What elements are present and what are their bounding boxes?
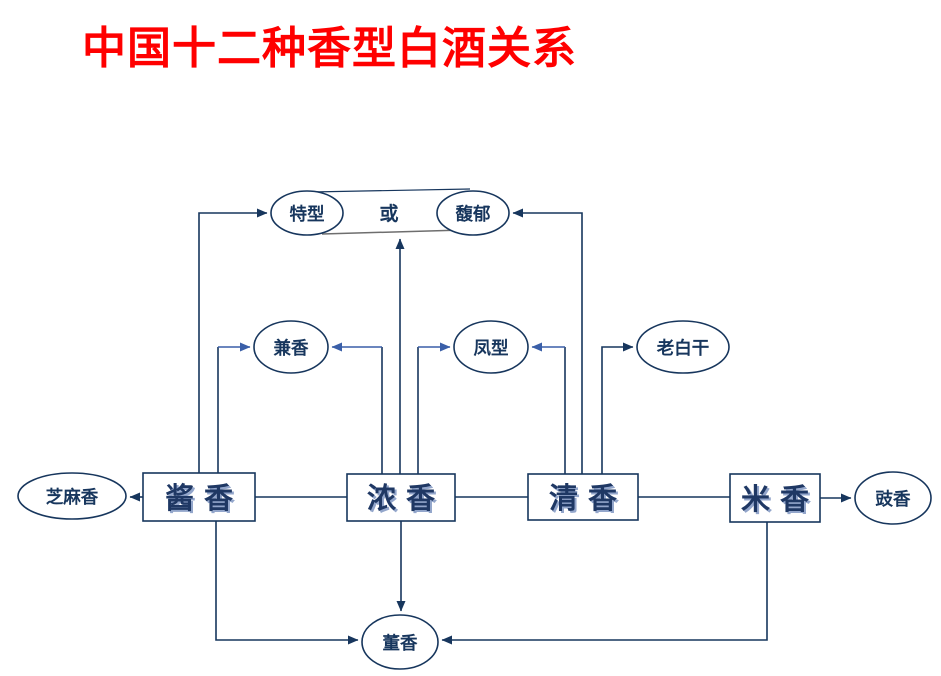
node-zhimaxiang-shape: [17, 472, 127, 520]
node-nongxiang-label-shadow: 浓香: [369, 484, 447, 517]
node-jianxiang-label: 兼香: [274, 338, 309, 358]
node-fuyu-label: 馥郁: [456, 204, 491, 224]
node-chixiang-label: 豉香: [876, 489, 911, 509]
node-fengxing-shape: [453, 320, 529, 374]
node-mixiang-shape: [729, 473, 821, 523]
node-shapes: [17, 190, 932, 670]
node-zhimaxiang-label: 芝麻香: [46, 487, 99, 507]
node-jianxiang-shape: [253, 320, 329, 374]
node-nongxiang-shape: [346, 473, 456, 522]
node-qingxiang-label-shadow: 清香: [551, 484, 629, 517]
node-mixiang-label-shadow: 米香: [743, 485, 821, 518]
node-dongxiang-shape: [361, 614, 439, 670]
edge-mixiang-dongxiang: [441, 522, 768, 645]
edge-jiangxiang-texing: [198, 208, 268, 473]
connectors: [129, 188, 852, 645]
node-fengxing-label: 凤型: [474, 338, 509, 358]
edge-qingxiang-fuyu: [512, 208, 583, 474]
node-dongxiang-label: 董香: [383, 633, 418, 653]
node-mixiang-label: 米香: [741, 483, 819, 516]
node-laobaigan-label: 老白干: [656, 338, 710, 358]
node-texing-shape: [270, 190, 344, 236]
node-nongxiang-label: 浓香: [367, 482, 445, 515]
node-jiangxiang-label: 酱香: [165, 482, 243, 515]
node-jiangxiang-shape: [142, 472, 256, 522]
banner-top-line: [310, 188, 471, 193]
node-labels: 特型 或 馥郁 兼香 凤型 老白干 芝麻香 豉香 董香 酱香 酱香 浓香 浓香 …: [46, 202, 911, 653]
node-chixiang-shape: [854, 471, 932, 525]
edge-qingxiang-laobaigan: [601, 342, 634, 474]
edge-jiangxiang-dongxiang: [215, 521, 359, 645]
node-laobaigan-shape: [636, 320, 730, 374]
node-fuyu-shape: [436, 190, 510, 236]
node-texing-label: 特型: [290, 204, 325, 224]
banner-bottom-line: [321, 229, 464, 235]
node-qingxiang-label: 清香: [549, 482, 627, 515]
slide-title: 中国十二种香型白酒关系: [82, 24, 577, 73]
or-label: 或: [379, 202, 398, 225]
node-jiangxiang-label-shadow: 酱香: [167, 484, 245, 517]
node-qingxiang-shape: [527, 473, 639, 521]
